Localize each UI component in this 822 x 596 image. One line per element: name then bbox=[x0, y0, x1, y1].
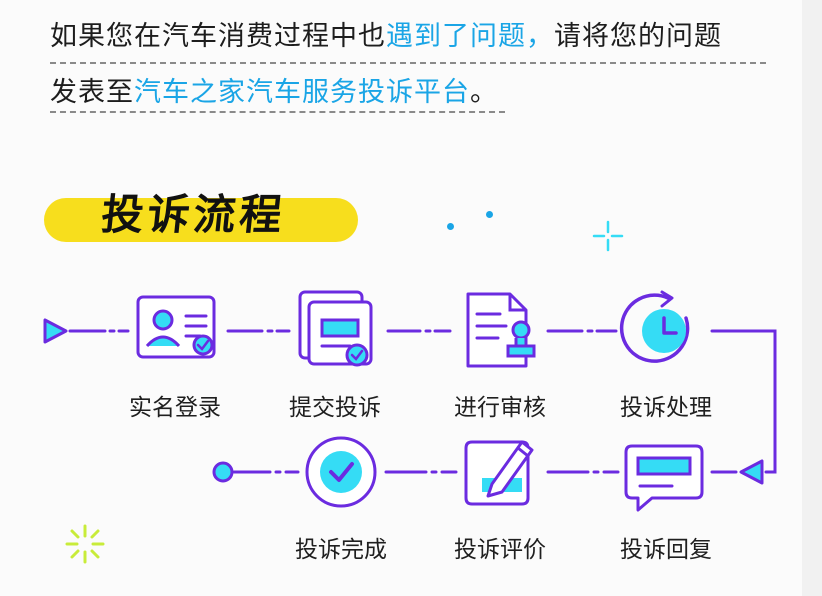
flow-end-dot-icon bbox=[212, 461, 234, 483]
decor-dot bbox=[486, 211, 493, 218]
intro-line-1: 如果您在汽车消费过程中也遇到了问题，请将您的问题 bbox=[50, 14, 722, 53]
connector-line bbox=[710, 329, 777, 474]
sparkle-burst-icon bbox=[65, 524, 105, 564]
step-label-reply: 投诉回复 bbox=[620, 537, 712, 563]
intro-text-2c: 。 bbox=[470, 77, 498, 108]
decor-dot bbox=[447, 223, 454, 230]
intro-text-1b-highlight: 遇到了问题， bbox=[386, 21, 554, 52]
review-stamp-icon bbox=[466, 292, 536, 368]
step-label-complete: 投诉完成 bbox=[295, 537, 387, 563]
intro-line-2: 发表至汽车之家汽车服务投诉平台。 bbox=[50, 70, 498, 109]
edit-pen-icon bbox=[464, 440, 534, 506]
chat-bubble-icon bbox=[624, 444, 704, 512]
section-title-pill bbox=[44, 198, 358, 242]
step-label-review: 进行审核 bbox=[454, 395, 546, 421]
document-check-icon bbox=[298, 290, 373, 367]
dashed-underline-2 bbox=[50, 111, 505, 113]
intro-text-1c: 请将您的问题 bbox=[554, 21, 722, 52]
intro-text-1a: 如果您在汽车消费过程中也 bbox=[50, 21, 386, 52]
dashed-underline-1 bbox=[50, 62, 766, 64]
platform-name-link[interactable]: 汽车之家汽车服务投诉平台 bbox=[134, 77, 470, 108]
intro-text-2a: 发表至 bbox=[50, 77, 134, 108]
step-label-evaluate: 投诉评价 bbox=[454, 537, 546, 563]
step-label-submit: 提交投诉 bbox=[289, 395, 381, 421]
flow-turn-arrow-icon bbox=[739, 459, 764, 485]
sparkle-cross-icon bbox=[592, 220, 624, 252]
check-circle-icon bbox=[305, 436, 377, 508]
flow-start-arrow-icon bbox=[43, 318, 68, 344]
step-label-login: 实名登录 bbox=[129, 395, 221, 421]
id-card-icon bbox=[136, 295, 216, 359]
right-edge-strip bbox=[802, 0, 822, 596]
clock-icon bbox=[619, 290, 690, 363]
step-label-process: 投诉处理 bbox=[620, 395, 712, 421]
